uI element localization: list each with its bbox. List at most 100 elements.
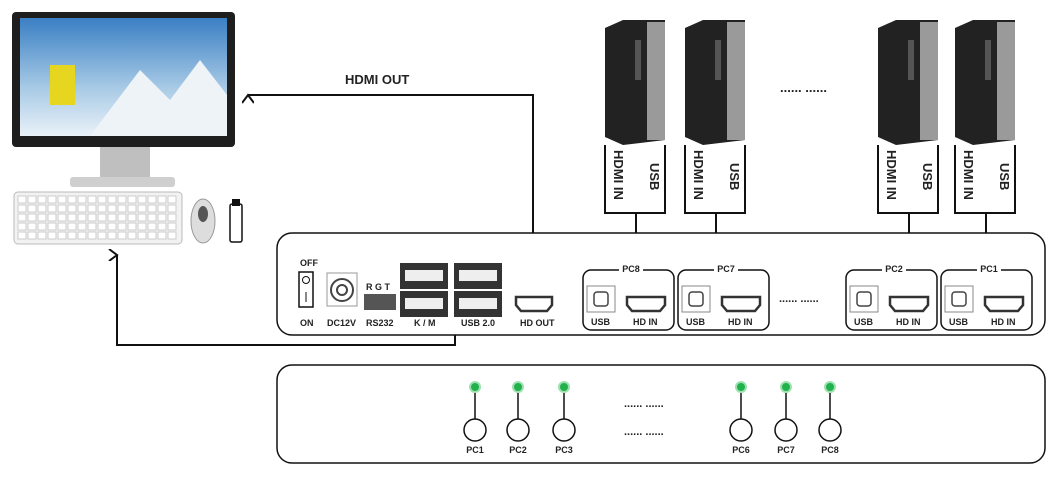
front-button-pc3[interactable]: PC3	[552, 381, 576, 455]
select-button[interactable]	[729, 418, 753, 442]
select-button[interactable]	[774, 418, 798, 442]
select-button[interactable]	[552, 418, 576, 442]
key	[17, 213, 27, 222]
front-button-pc2[interactable]: PC2	[506, 381, 530, 455]
hdmi-in-port	[983, 295, 1025, 313]
km-label: K / M	[414, 318, 436, 328]
key	[127, 222, 137, 231]
usb-b-port	[944, 285, 974, 313]
monitor	[12, 12, 235, 187]
button-label: PC3	[555, 445, 573, 455]
hdmi-in-port	[720, 295, 762, 313]
key	[87, 204, 97, 213]
select-button[interactable]	[506, 418, 530, 442]
button-label: PC2	[509, 445, 527, 455]
key	[57, 204, 67, 213]
port-group-label: PC8	[622, 264, 640, 274]
key	[157, 222, 167, 231]
usb-b-port	[681, 285, 711, 313]
power-switch[interactable]	[298, 271, 314, 308]
port-group-label: PC1	[980, 264, 998, 274]
key	[137, 231, 147, 240]
led-indicator	[780, 381, 792, 393]
hdmi-port-label: HD IN	[896, 317, 921, 327]
key	[67, 222, 77, 231]
key	[77, 231, 87, 240]
front-button-pc6[interactable]: PC6	[729, 381, 753, 455]
key	[127, 195, 137, 204]
key	[167, 231, 177, 240]
key	[77, 222, 87, 231]
key	[67, 213, 77, 222]
hdmi-in-port	[625, 295, 667, 313]
key	[167, 195, 177, 204]
button-label: PC8	[821, 445, 839, 455]
pc-tower	[605, 20, 665, 145]
key	[17, 195, 27, 204]
port-ellipsis: ...... ......	[779, 293, 819, 305]
key	[87, 231, 97, 240]
key	[97, 195, 107, 204]
mouse	[190, 198, 216, 244]
key	[27, 195, 37, 204]
key	[97, 213, 107, 222]
front-button-pc8[interactable]: PC8	[818, 381, 842, 455]
select-button[interactable]	[463, 418, 487, 442]
usb2-ports	[454, 263, 502, 317]
select-button[interactable]	[818, 418, 842, 442]
key	[107, 195, 117, 204]
button-label: PC6	[732, 445, 750, 455]
key	[37, 231, 47, 240]
pc-tower	[955, 20, 1015, 145]
key	[57, 231, 67, 240]
hdmi-out-cable	[248, 95, 534, 265]
key	[47, 204, 57, 213]
key	[107, 222, 117, 231]
led-ellipsis: ...... ......	[624, 398, 664, 410]
hdmi-out-label: HDMI OUT	[345, 72, 409, 87]
key	[17, 204, 27, 213]
key	[137, 222, 147, 231]
key	[137, 204, 147, 213]
usb-port-label: USB	[854, 317, 874, 327]
key	[57, 222, 67, 231]
key	[27, 204, 37, 213]
front-button-pc7[interactable]: PC7	[774, 381, 798, 455]
key	[67, 195, 77, 204]
key	[97, 222, 107, 231]
switch-off-label: OFF	[300, 258, 318, 268]
key	[77, 195, 87, 204]
key	[47, 213, 57, 222]
key	[107, 213, 117, 222]
usb-port-label: USB	[949, 317, 969, 327]
key	[157, 204, 167, 213]
led-indicator	[469, 381, 481, 393]
key	[17, 222, 27, 231]
usb-b-port	[849, 285, 879, 313]
front-button-pc1[interactable]: PC1	[463, 381, 487, 455]
key	[167, 213, 177, 222]
rs232-pins-label: R G T	[366, 282, 391, 292]
usb-cable-label: USB	[920, 163, 935, 190]
km-usb-ports	[400, 263, 448, 317]
key	[147, 222, 157, 231]
hd-out-port	[514, 295, 554, 313]
hdmi-port-label: HD IN	[991, 317, 1016, 327]
led-indicator	[735, 381, 747, 393]
hdmi-port-label: HD IN	[728, 317, 753, 327]
key	[37, 222, 47, 231]
key	[97, 231, 107, 240]
usb-cable-label: USB	[647, 163, 662, 190]
key	[127, 213, 137, 222]
key	[47, 231, 57, 240]
key	[147, 195, 157, 204]
key	[117, 213, 127, 222]
led-indicator	[512, 381, 524, 393]
key	[37, 195, 47, 204]
rs232-label: RS232	[366, 318, 394, 328]
key	[117, 204, 127, 213]
